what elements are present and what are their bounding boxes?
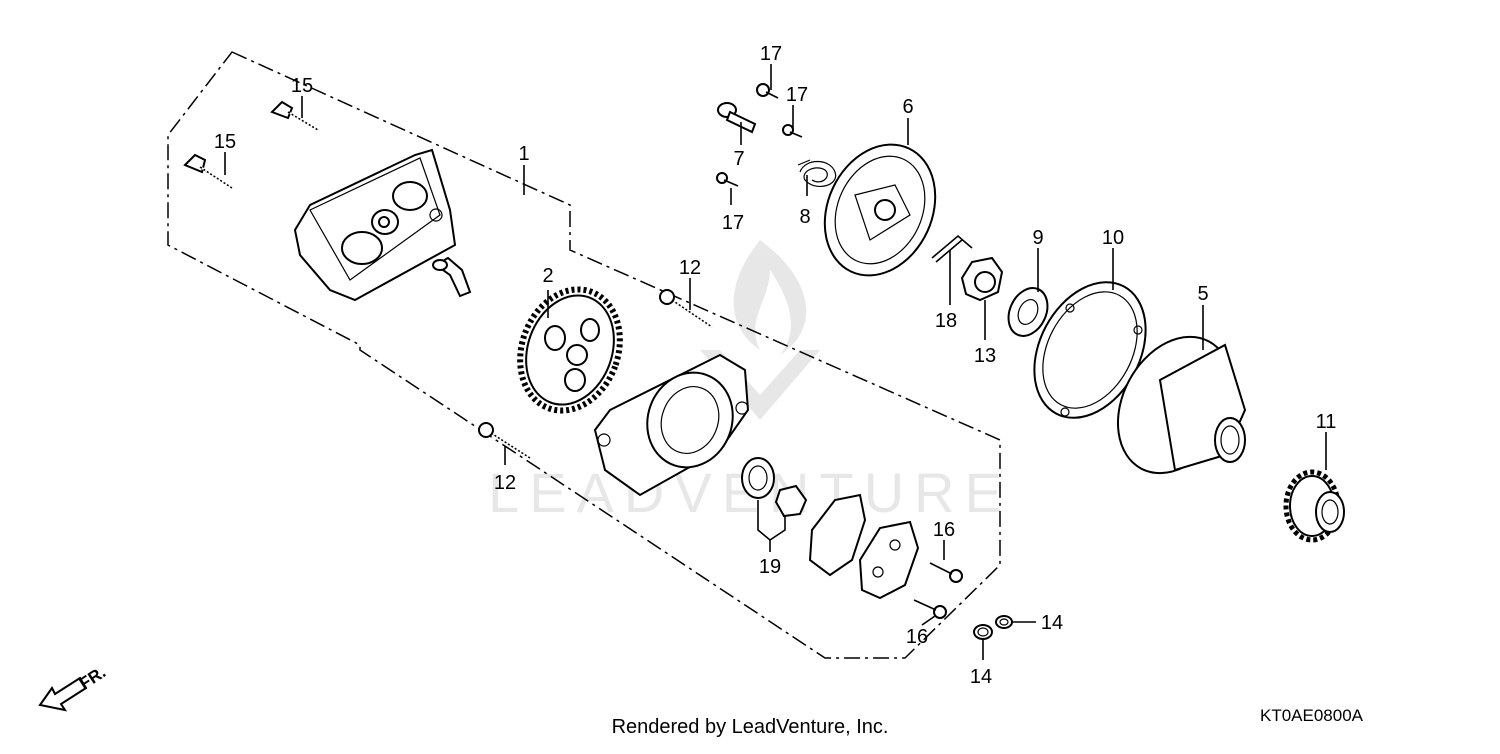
bolt-15-a [270, 100, 319, 131]
callout-15-left: 15 [214, 131, 236, 153]
callout-5: 5 [1197, 283, 1208, 305]
bolt-15-b [183, 153, 233, 189]
callout-17-top: 17 [760, 43, 782, 65]
ring-14-a [995, 615, 1013, 629]
part-19-rotors [741, 457, 808, 518]
diagram-code: KT0AE0800A [1260, 706, 1364, 725]
callout-14-right: 14 [1041, 612, 1063, 634]
callout-13: 13 [974, 345, 996, 367]
part-6-clutch [823, 143, 937, 277]
part-2-gear [517, 286, 623, 414]
pump-body [593, 353, 750, 497]
bolt-12-a [659, 289, 713, 328]
callout-12-bottom: 12 [494, 472, 516, 494]
bolt-12-b [478, 422, 531, 459]
callout-9: 9 [1032, 227, 1043, 249]
pump-gasket-plate [808, 493, 920, 600]
part-1-pump-cover [293, 148, 457, 302]
callout-18: 18 [935, 310, 957, 332]
callout-10: 10 [1102, 227, 1124, 249]
callout-15-top: 15 [291, 75, 313, 97]
part-11-gear [1283, 469, 1345, 543]
part-18-clip [931, 234, 973, 263]
leader-lines [224, 64, 1327, 660]
callout-12-top: 12 [679, 257, 701, 279]
pin [432, 256, 472, 298]
screw-16-a [929, 562, 963, 583]
callouts: 1 2 5 6 7 8 9 10 11 12 12 13 14 14 15 15… [214, 43, 1337, 688]
footer-credit: Rendered by LeadVenture, Inc. [611, 716, 889, 738]
callout-16-top: 16 [933, 519, 955, 541]
screw-17-c [716, 172, 739, 187]
screw-16-b [913, 599, 947, 619]
part-13-nut [960, 256, 1004, 302]
callout-11: 11 [1316, 411, 1337, 433]
callout-17-low: 17 [722, 212, 744, 234]
callout-14-bottom: 14 [970, 666, 992, 688]
screw-17-a [756, 83, 779, 99]
callout-2: 2 [542, 265, 553, 287]
part-8-spring [797, 159, 837, 188]
callout-1: 1 [518, 143, 529, 165]
callout-6: 6 [902, 96, 913, 118]
assembly-boundary [167, 51, 1001, 659]
callout-19: 19 [759, 556, 781, 578]
front-arrow-icon: FR. [38, 663, 109, 712]
ring-14-b [973, 624, 993, 640]
callout-8: 8 [799, 206, 810, 228]
part-5-clutch-outer [1116, 335, 1247, 475]
part-7-pin [717, 102, 757, 134]
callout-7: 7 [733, 148, 744, 170]
callout-16-bottom: 16 [906, 626, 928, 648]
callout-17-mid: 17 [786, 84, 808, 106]
